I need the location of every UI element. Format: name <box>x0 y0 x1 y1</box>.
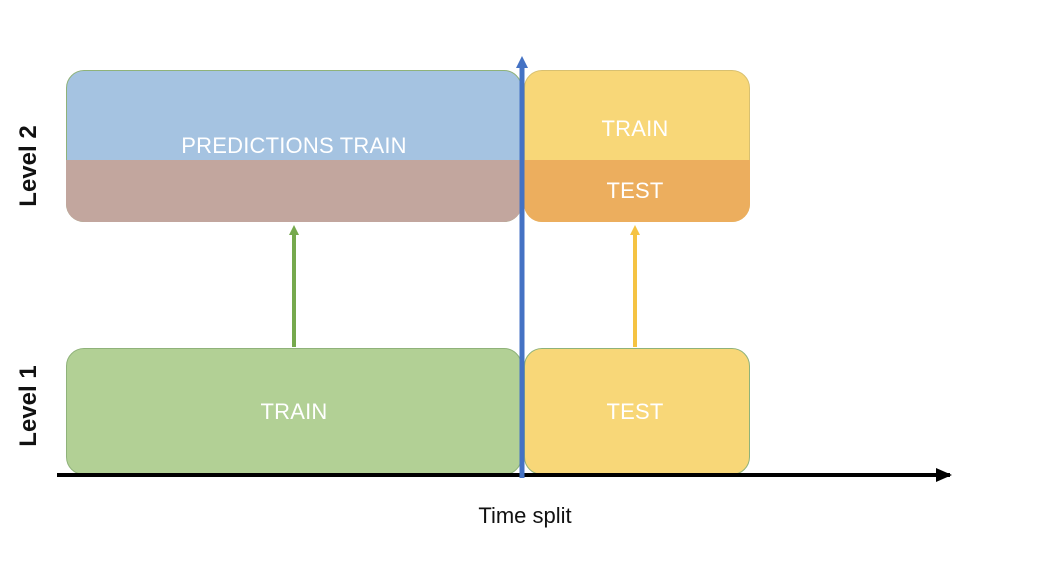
level2-label: Level 2 <box>15 125 42 207</box>
level2-test-strip <box>524 160 750 222</box>
level1-test-label: TEST <box>606 399 664 424</box>
level1-label: Level 1 <box>15 365 42 447</box>
level1-train-label: TRAIN <box>260 399 328 424</box>
level2-train-label: TRAIN <box>601 116 669 141</box>
predictions-overlap-strip <box>66 160 522 222</box>
time-split-label: Time split <box>478 503 572 528</box>
predictions-train-label: PREDICTIONS TRAIN <box>181 133 407 158</box>
level2-test-label: TEST <box>606 178 664 203</box>
level1-train-box <box>66 348 522 475</box>
